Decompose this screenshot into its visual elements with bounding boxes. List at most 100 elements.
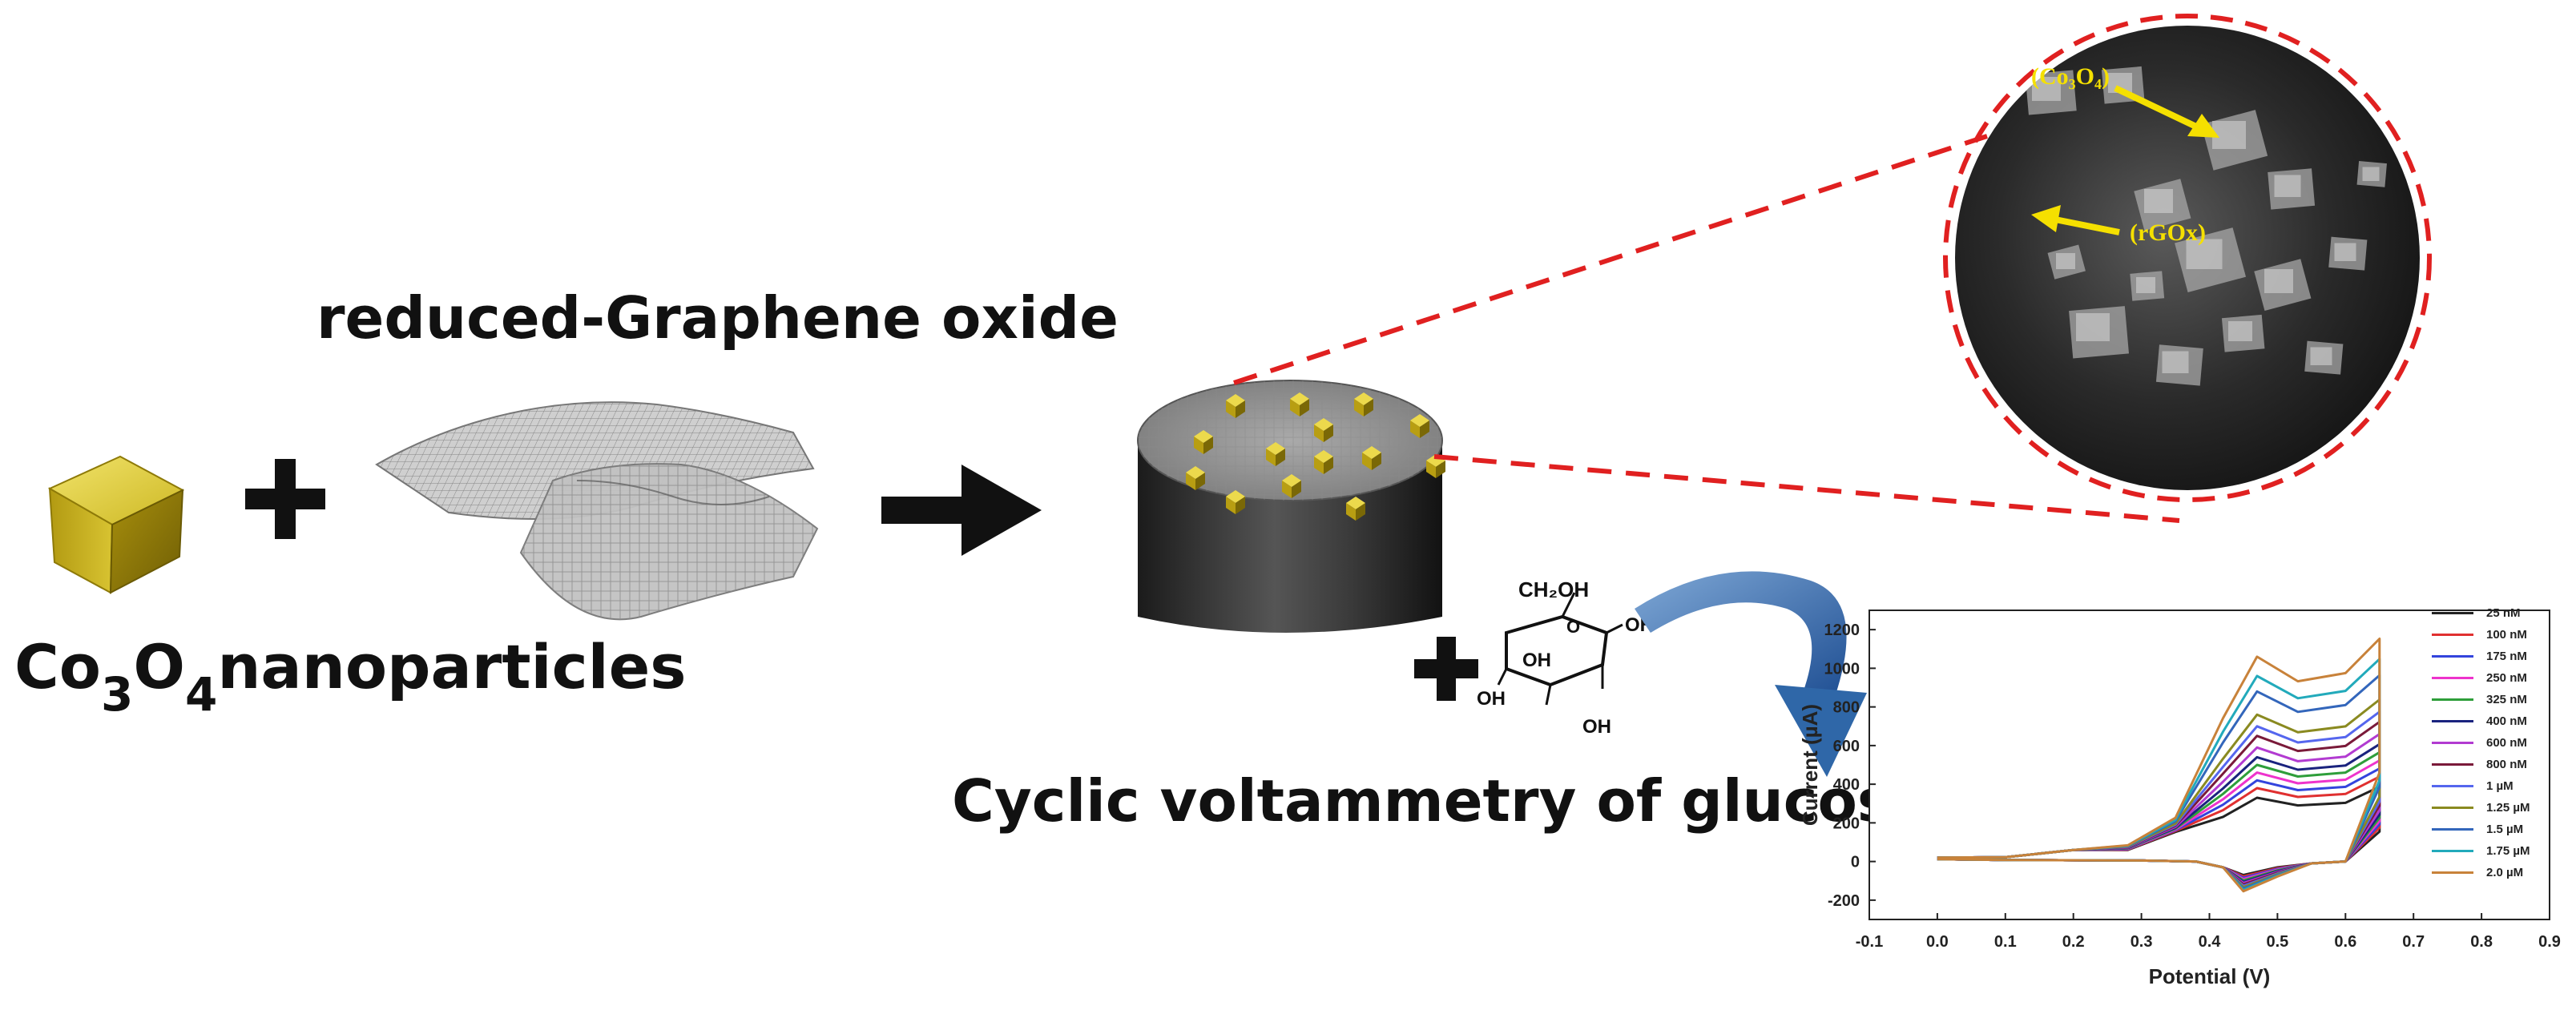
legend-swatch bbox=[2432, 742, 2473, 744]
y-tick-label: 0 bbox=[1851, 854, 1860, 871]
nanoparticle-cube-side bbox=[1410, 420, 1420, 438]
legend-label: 1.5 µM bbox=[2486, 823, 2524, 836]
legend-item: 2.0 µM bbox=[2432, 862, 2530, 883]
nanoparticle-cube-side bbox=[1362, 453, 1372, 470]
legend-swatch bbox=[2432, 677, 2473, 679]
glucose-oh-2: OH bbox=[1522, 650, 1551, 671]
nanoparticle-cube-side bbox=[1324, 457, 1333, 474]
sem-crystal-highlight bbox=[2362, 167, 2380, 181]
sem-crystal-highlight bbox=[2228, 321, 2252, 341]
y-tick-label: -200 bbox=[1828, 892, 1860, 910]
nanoparticle-cube-side bbox=[1300, 399, 1309, 416]
cv-curve bbox=[1937, 638, 2381, 893]
blue-curved-arrow-icon bbox=[1635, 571, 1867, 777]
nanoparticle-cube-side bbox=[1266, 449, 1276, 466]
nanoparticles-text: nanoparticles bbox=[217, 631, 687, 702]
legend-item: 1 µM bbox=[2432, 775, 2530, 797]
graphene-title: reduced-Graphene oxide bbox=[316, 284, 1119, 352]
sem-crystal-highlight bbox=[2334, 243, 2356, 261]
zoom-line-bottom bbox=[1433, 454, 2180, 523]
sem-crystal-highlight bbox=[2186, 239, 2223, 269]
right-arrow-icon bbox=[881, 465, 1042, 556]
nanoparticle-cube-side bbox=[1364, 399, 1373, 416]
nanoparticle-cube-side bbox=[1226, 400, 1236, 418]
nanoparticle-cube-side bbox=[1354, 399, 1364, 416]
glucose-ch2oh: CH₂OH bbox=[1518, 577, 1589, 602]
legend-swatch bbox=[2432, 612, 2473, 614]
x-tick-label: 0.9 bbox=[2538, 933, 2561, 951]
sem-arrow-rgox bbox=[2050, 215, 2120, 235]
x-tick-label: 0.7 bbox=[2402, 933, 2425, 951]
x-tick-label: -0.1 bbox=[1856, 933, 1883, 951]
legend-item: 250 nM bbox=[2432, 667, 2530, 689]
legend-item: 800 nM bbox=[2432, 754, 2530, 775]
legend-label: 600 nM bbox=[2486, 736, 2527, 750]
y-tick-label: 400 bbox=[1833, 776, 1860, 794]
nanoparticle-cube-side bbox=[1195, 473, 1205, 490]
legend-label: 400 nM bbox=[2486, 714, 2527, 728]
nanoparticle-cube-side bbox=[1314, 424, 1324, 442]
sem-arrow-co3o4 bbox=[2114, 85, 2201, 131]
glucose-oh-4: OH bbox=[1582, 716, 1611, 738]
legend-item: 400 nM bbox=[2432, 710, 2530, 732]
x-tick-label: 0.4 bbox=[2199, 933, 2222, 951]
legend-swatch bbox=[2432, 850, 2473, 852]
nanoparticle-cube-side bbox=[1426, 461, 1436, 478]
nanoparticle-cube-side bbox=[1186, 473, 1195, 490]
sem-crystal-highlight bbox=[2212, 121, 2246, 149]
sem-crystal-highlight bbox=[2310, 347, 2332, 365]
glucose-molecule-icon: CH₂OH O OH OH OH OH bbox=[1477, 577, 1654, 738]
plus-icon-2 bbox=[1414, 637, 1478, 701]
nanoparticle-cube-side bbox=[1292, 481, 1301, 498]
sem-label-rgox: (rGOx) bbox=[2130, 219, 2206, 246]
x-tick-label: 0.1 bbox=[1994, 933, 2017, 951]
x-tick-label: 0.3 bbox=[2131, 933, 2153, 951]
sem-label-co3o4: (Co₃O₄) bbox=[2031, 63, 2110, 90]
y-tick-label: 1000 bbox=[1824, 660, 1860, 678]
legend-swatch bbox=[2432, 655, 2473, 658]
sem-crystal-highlight bbox=[2056, 253, 2075, 269]
zoom-circle bbox=[1943, 14, 2432, 502]
sub-3: 3 bbox=[101, 667, 134, 722]
electrode-cylinder-icon bbox=[1137, 380, 1443, 633]
legend-swatch bbox=[2432, 763, 2473, 766]
legend-swatch bbox=[2432, 698, 2473, 701]
x-tick-label: 0.8 bbox=[2470, 933, 2493, 951]
legend-label: 250 nM bbox=[2486, 671, 2527, 685]
legend-item: 325 nM bbox=[2432, 689, 2530, 710]
electrode-nanoparticles bbox=[1186, 392, 1445, 521]
nanoparticle-cube-side bbox=[1420, 420, 1429, 438]
sem-crystal-highlight bbox=[2144, 189, 2173, 213]
legend-label: 1 µM bbox=[2486, 779, 2514, 793]
legend-item: 1.5 µM bbox=[2432, 819, 2530, 840]
co3o4-nanoparticles-label: Co3O4nanoparticles bbox=[14, 637, 686, 718]
legend-swatch bbox=[2432, 807, 2473, 809]
sem-crystal-highlight bbox=[2136, 277, 2155, 293]
legend-swatch bbox=[2432, 785, 2473, 787]
sem-arrowhead-co3o4 bbox=[2187, 114, 2219, 138]
nanoparticle-cube-side bbox=[1203, 437, 1213, 454]
nanoparticle-cube-side bbox=[1194, 437, 1203, 454]
nanoparticle-cube-side bbox=[1282, 481, 1292, 498]
sem-image bbox=[1943, 14, 2432, 502]
x-tick-label: 0.5 bbox=[2266, 933, 2288, 951]
sem-crystal-highlight bbox=[2076, 313, 2110, 341]
y-tick-label: 600 bbox=[1833, 738, 1860, 755]
legend-label: 25 nM bbox=[2486, 606, 2521, 620]
legend-item: 600 nM bbox=[2432, 732, 2530, 754]
legend-label: 100 nM bbox=[2486, 628, 2527, 642]
y-axis-label: Current (µA) bbox=[1798, 704, 1822, 826]
legend-swatch bbox=[2432, 634, 2473, 636]
legend-label: 1.25 µM bbox=[2486, 801, 2530, 815]
co-text: Co bbox=[14, 631, 101, 702]
x-axis-label: Potential (V) bbox=[2149, 964, 2271, 988]
o-text: O bbox=[133, 631, 185, 702]
nanoparticle-cube-side bbox=[1346, 503, 1356, 521]
nanoparticle-cube-side bbox=[1436, 461, 1445, 478]
zoom-line-top bbox=[1233, 134, 1988, 385]
nanoparticle-cube-side bbox=[1290, 399, 1300, 416]
legend-item: 1.75 µM bbox=[2432, 840, 2530, 862]
nanoparticle-cube-side bbox=[1356, 503, 1365, 521]
legend-item: 25 nM bbox=[2432, 602, 2530, 624]
